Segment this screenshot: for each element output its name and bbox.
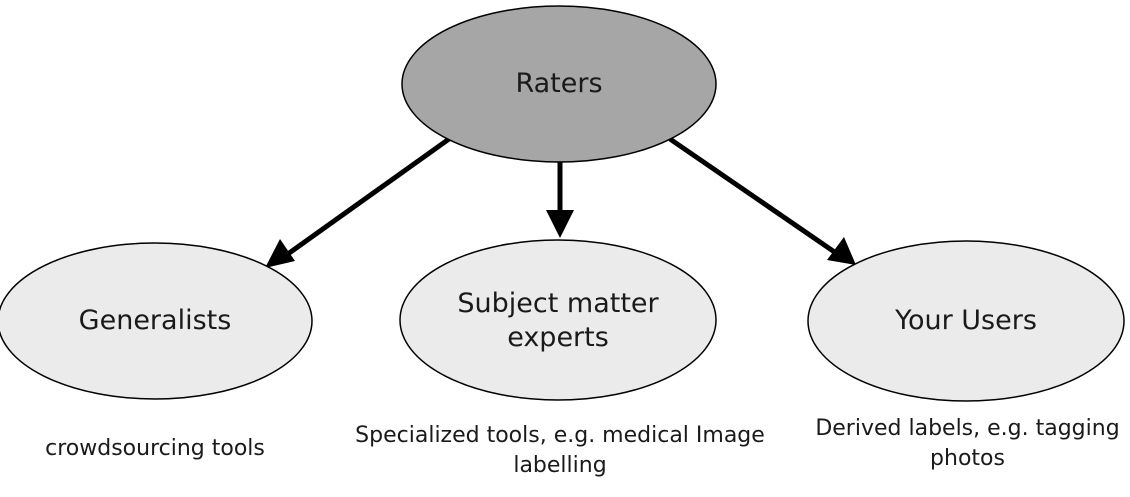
arrowhead-experts	[546, 210, 574, 238]
arrow-raters-to-users	[668, 136, 838, 256]
node-experts	[399, 239, 717, 401]
node-raters-label: Raters	[515, 68, 603, 99]
node-users-label: Your Users	[895, 305, 1037, 336]
arrowhead-generalists	[265, 239, 295, 268]
node-generalists	[0, 242, 313, 400]
arrowhead-users	[827, 237, 856, 265]
caption-experts: Specialized tools, e.g. medical Image la…	[355, 423, 765, 478]
node-users	[807, 240, 1125, 402]
caption-generalists: crowdsourcing tools	[45, 436, 265, 461]
caption-users: Derived labels, e.g. tagging photos	[815, 416, 1120, 471]
node-generalists-label: Generalists	[78, 305, 232, 336]
connectors	[265, 136, 856, 268]
arrow-raters-to-generalists	[283, 136, 451, 259]
node-raters	[401, 5, 717, 163]
node-experts-label: Subject matter experts	[457, 288, 659, 353]
